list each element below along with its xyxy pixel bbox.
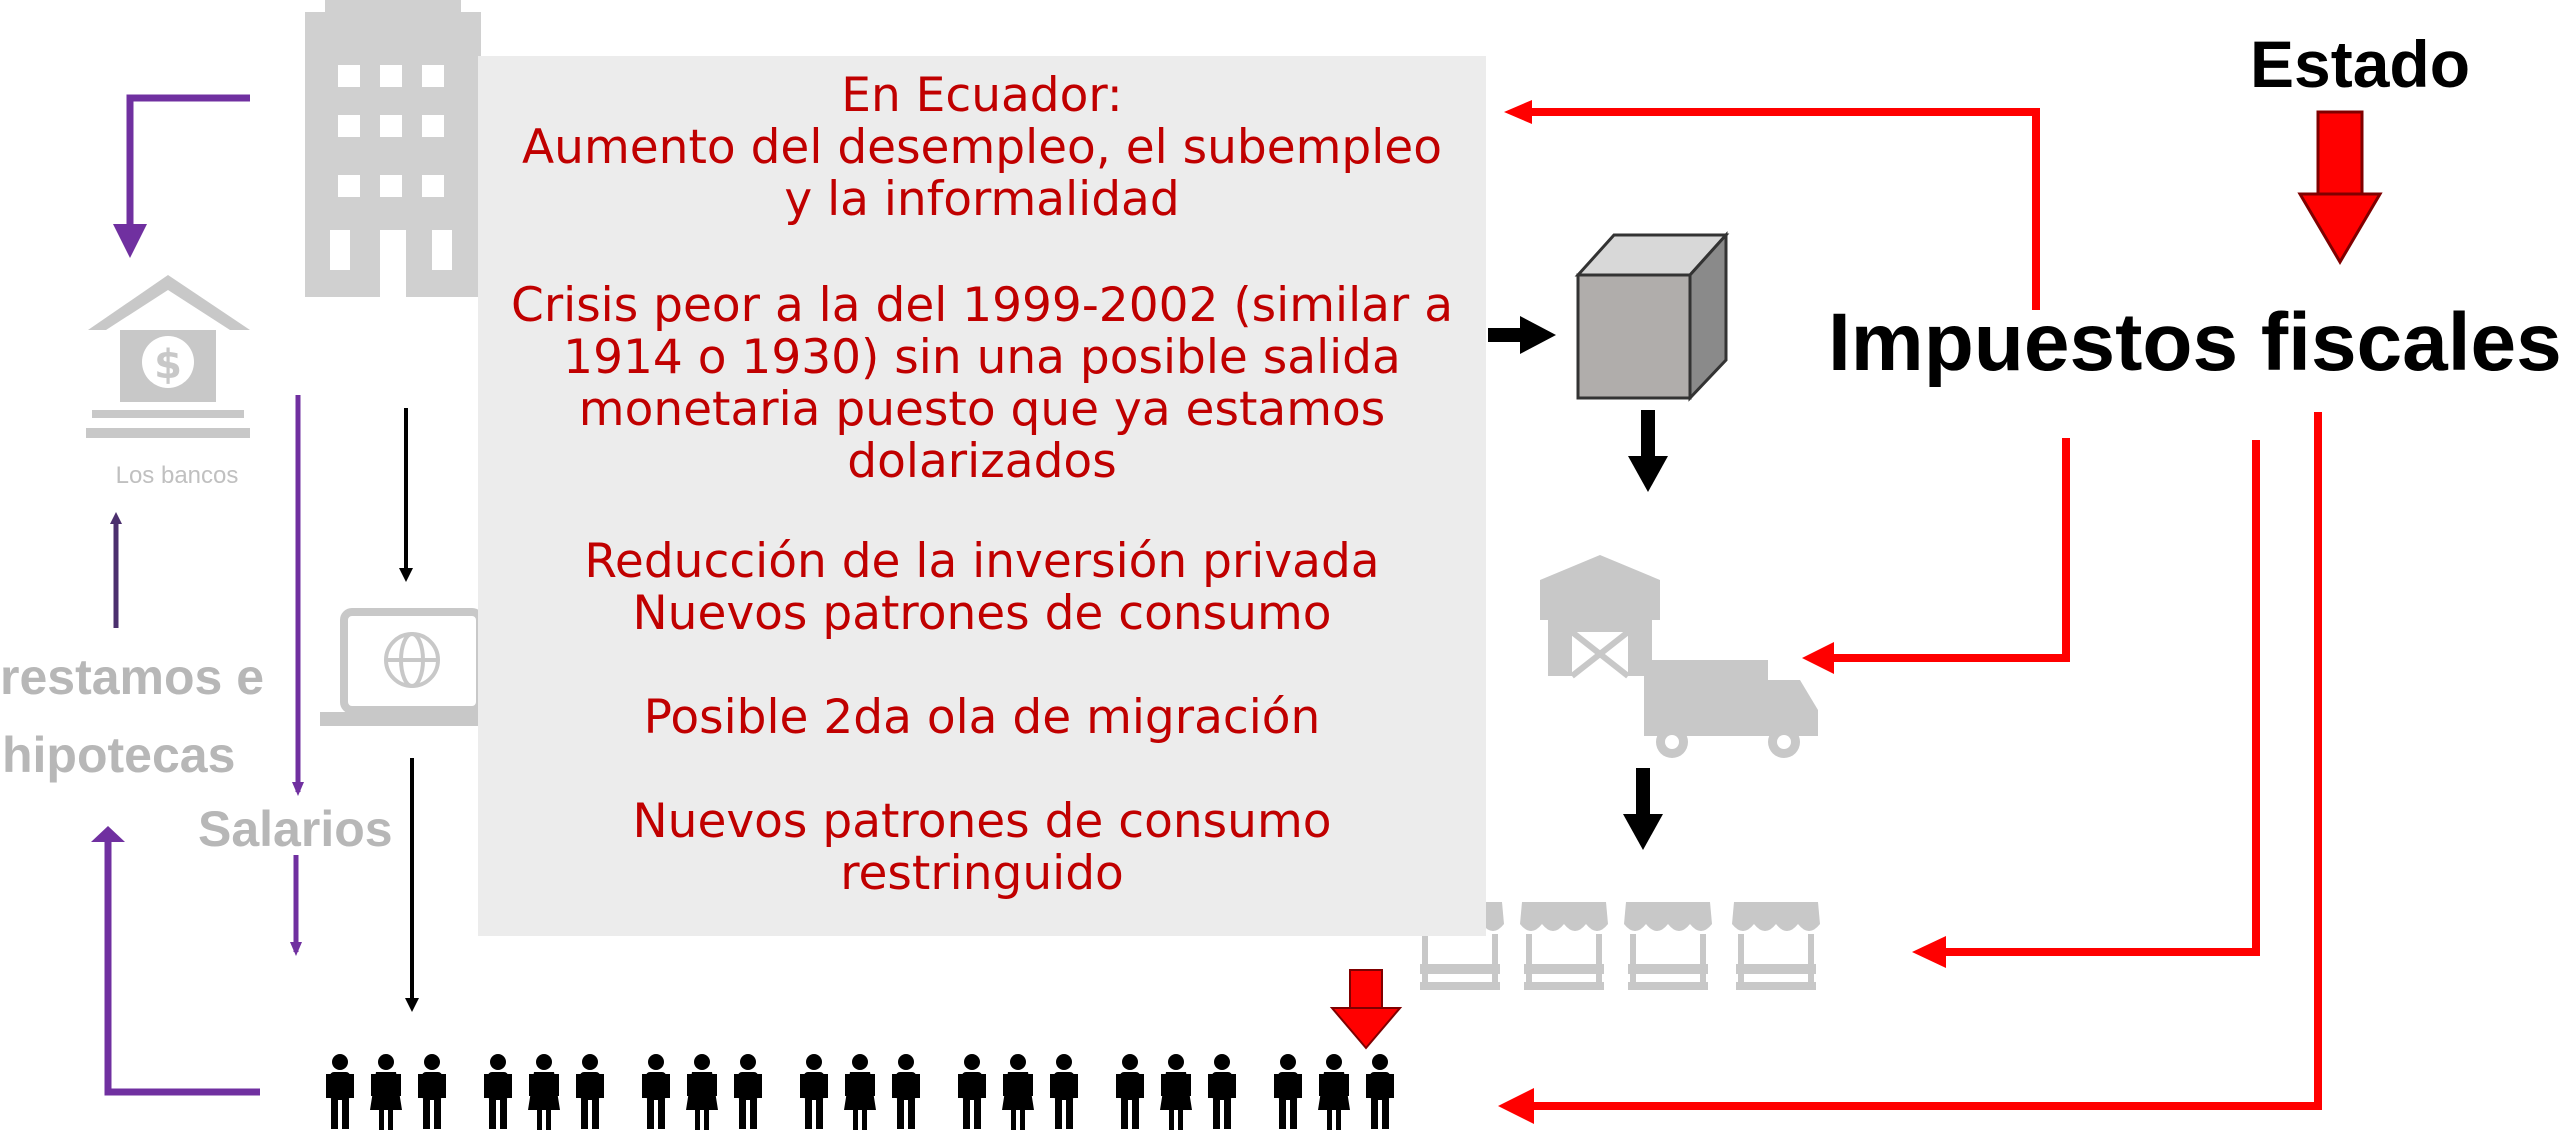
barn-truck-icon [1540, 555, 1818, 758]
block-inversion: Reducción de la inversión privada Nuevos… [584, 534, 1380, 641]
estado-down-arrow [2297, 110, 2383, 265]
block-migracion: Posible 2da ola de migración [643, 690, 1321, 745]
people-row-icon [326, 1054, 1394, 1130]
red-tax-arrows [1528, 108, 2322, 1110]
box-icon [1574, 231, 1730, 402]
loans-label-line2: hipotecas [2, 727, 236, 783]
impuestos-fiscales-label: Impuestos fiscales [1828, 297, 2560, 388]
block-desempleo: Aumento del desempleo, el subempleo y la… [522, 120, 1442, 227]
svg-text:$: $ [154, 342, 182, 388]
black-arrows [1488, 316, 1668, 850]
loans-label-line1: restamos e [0, 649, 265, 705]
people-down-arrow [1329, 969, 1403, 1050]
estado-label: Estado [2250, 27, 2471, 101]
laptop-icon [320, 608, 504, 726]
purple-flow-arrows [104, 94, 260, 1096]
bank-icon: $ [86, 275, 250, 438]
central-text-box: En Ecuador: Aumento del desempleo, el su… [478, 56, 1486, 936]
building-icon [305, 0, 481, 297]
bank-label: Los bancos [115, 462, 239, 489]
block-crisis: Crisis peor a la del 1999-2002 (similar … [511, 278, 1453, 489]
block-consumo: Nuevos patrones de consumo restringuido [632, 794, 1332, 901]
salarios-label: Salarios [198, 801, 393, 857]
heading-ecuador: En Ecuador: [841, 68, 1123, 123]
